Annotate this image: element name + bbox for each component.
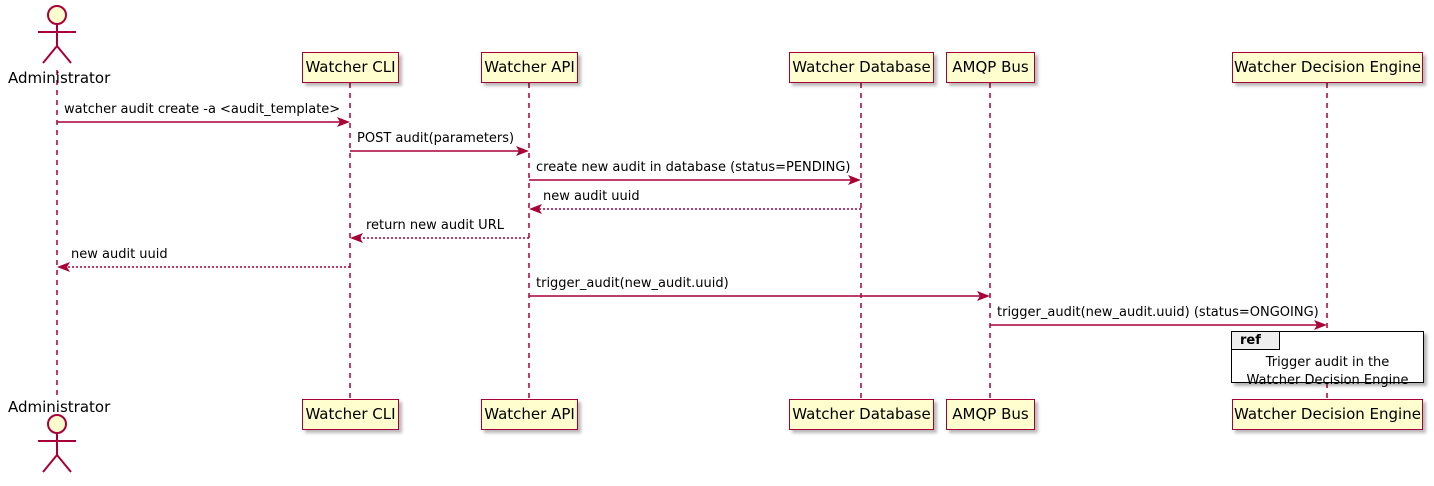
participant-box-watcher-database-bottom[interactable]: Watcher Database — [789, 399, 934, 430]
ref-fragment-body: Trigger audit in the Watcher Decision En… — [1232, 354, 1423, 389]
ref-fragment-tab-clip: ref — [1232, 332, 1308, 351]
message-arrowhead-6 — [57, 262, 70, 272]
message-label-1: watcher audit create -a <audit_template> — [64, 102, 341, 117]
message-arrowhead-2 — [516, 146, 529, 156]
participant-box-watcher-decision-engine-top[interactable]: Watcher Decision Engine — [1232, 52, 1423, 83]
participant-box-amqp-bus-bottom[interactable]: AMQP Bus — [946, 399, 1035, 430]
participant-box-watcher-api-bottom[interactable]: Watcher API — [481, 399, 578, 430]
participant-box-watcher-cli-top[interactable]: Watcher CLI — [302, 52, 399, 83]
message-label-5: return new audit URL — [366, 218, 504, 233]
message-arrowhead-7 — [977, 291, 990, 301]
message-arrowhead-5 — [350, 233, 363, 243]
participant-box-watcher-decision-engine-bottom[interactable]: Watcher Decision Engine — [1232, 399, 1423, 430]
message-label-4: new audit uuid — [543, 189, 640, 204]
message-label-3: create new audit in database (status=PEN… — [536, 160, 851, 175]
message-label-2: POST audit(parameters) — [357, 131, 515, 146]
ref-fragment-line-2: Watcher Decision Engine — [1246, 372, 1409, 388]
actor-figure-top — [38, 5, 76, 64]
participant-box-watcher-api-top[interactable]: Watcher API — [481, 52, 578, 83]
message-label-6: new audit uuid — [71, 247, 168, 262]
actor-figure-bottom — [38, 414, 76, 473]
message-label-8: trigger_audit(new_audit.uuid) (status=ON… — [997, 305, 1319, 320]
message-arrowhead-4 — [529, 204, 542, 214]
participant-box-amqp-bus-top[interactable]: AMQP Bus — [946, 52, 1035, 83]
ref-fragment-line-1: Trigger audit in the — [1265, 355, 1390, 370]
participant-box-watcher-cli-bottom[interactable]: Watcher CLI — [302, 399, 399, 430]
message-arrowhead-8 — [1314, 320, 1327, 330]
message-arrowhead-1 — [337, 117, 350, 127]
participant-box-watcher-database-top[interactable]: Watcher Database — [789, 52, 934, 83]
actor-label-administrator-top[interactable]: Administrator — [8, 69, 111, 87]
ref-fragment-frame: ref Trigger audit in the Watcher Decisio… — [1231, 331, 1424, 388]
message-arrowhead-3 — [848, 175, 861, 185]
actor-label-administrator-bottom[interactable]: Administrator — [8, 398, 111, 416]
message-label-7: trigger_audit(new_audit.uuid) — [536, 276, 729, 291]
ref-fragment-tab-label: ref — [1232, 332, 1280, 350]
